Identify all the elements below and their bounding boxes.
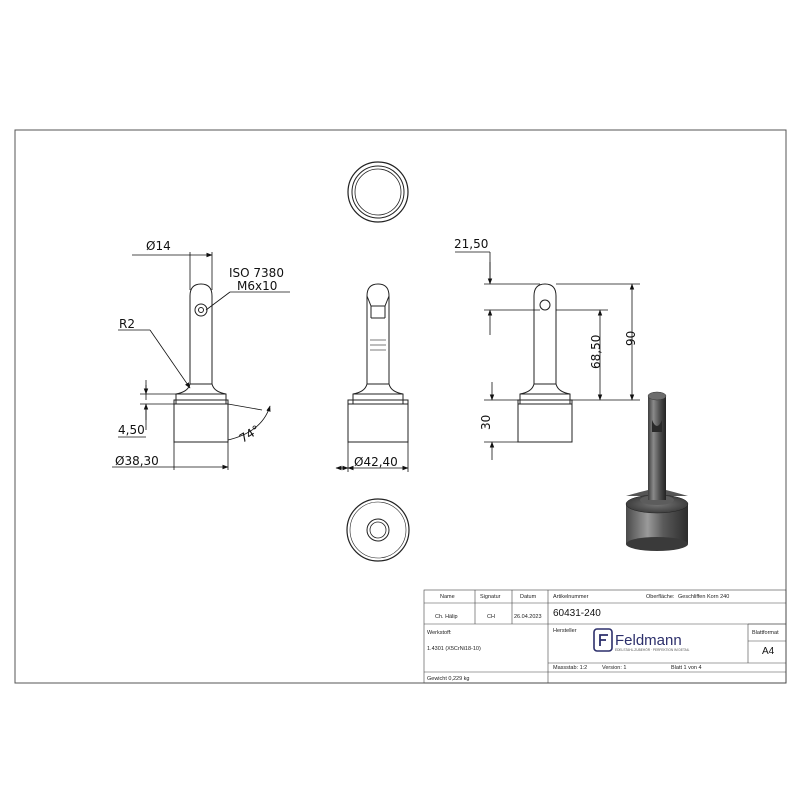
dim-angle: 74°: [237, 423, 262, 446]
feldmann-logo: Feldmann EDELSTAHL-ZUBEHÖR · PERFEKTION …: [593, 628, 690, 652]
tb-blattformat-value: A4: [762, 646, 775, 657]
tb-werkstoff-label: Werkstoff:: [427, 630, 452, 636]
tb-version: Version: 1: [602, 665, 626, 671]
bottom-view: [346, 498, 410, 562]
company-name: Feldmann: [615, 632, 682, 649]
top-view-ring: [347, 161, 409, 223]
tb-oberflaeche-value: Geschliffen Korn 240: [678, 594, 729, 600]
tb-datum-value: 26.04.2023: [514, 614, 542, 620]
company-subtitle: EDELSTAHL-ZUBEHÖR · PERFEKTION IM DETAIL: [615, 648, 690, 652]
right-view: [517, 283, 573, 443]
tb-blattformat-label: Blattformat: [752, 630, 779, 636]
dim-shaft-diameter: Ø14: [146, 239, 171, 253]
dim-hole-height: 21,50: [454, 237, 488, 251]
tb-col-name: Name: [440, 594, 455, 600]
side-view: [347, 283, 409, 443]
tb-col-signatur: Signatur: [480, 594, 501, 600]
part-3d-render: [625, 391, 689, 551]
dim-base-height: 30: [479, 415, 493, 430]
tb-oberflaeche-label: Oberfläche:: [646, 594, 675, 600]
title-block: [423, 589, 787, 684]
front-view-left: [173, 283, 229, 443]
tb-gewicht: Gewicht 0,229 kg: [427, 676, 470, 682]
tb-artikelnummer-value: 60431-240: [553, 608, 601, 619]
dim-total-height: 90: [624, 331, 638, 346]
dim-base-diameter: Ø38,30: [115, 454, 159, 468]
dim-radius: R2: [119, 317, 135, 331]
dim-base-step: 4,50: [118, 423, 145, 437]
dim-cap-diameter: Ø42,40: [354, 455, 398, 469]
tb-werkstoff-value: 1.4301 (X5CrNi18-10): [427, 646, 481, 652]
tb-blatt: Blatt 1 von 4: [671, 665, 702, 671]
tb-artikelnummer-label: Artikelnummer: [553, 594, 589, 600]
tb-signatur-value: CH: [487, 614, 495, 620]
sheet-frame: [14, 129, 787, 684]
tb-name-value: Ch. Hälip: [435, 614, 458, 620]
tb-massstab: Massstab: 1:2: [553, 665, 587, 671]
dim-thread-spec-1: ISO 7380: [229, 266, 284, 280]
dim-thread-spec-2: M6x10: [237, 279, 277, 293]
dim-shaft-height: 68,50: [589, 335, 603, 369]
tb-hersteller-label: Hersteller: [553, 628, 577, 634]
tb-col-datum: Datum: [520, 594, 537, 600]
